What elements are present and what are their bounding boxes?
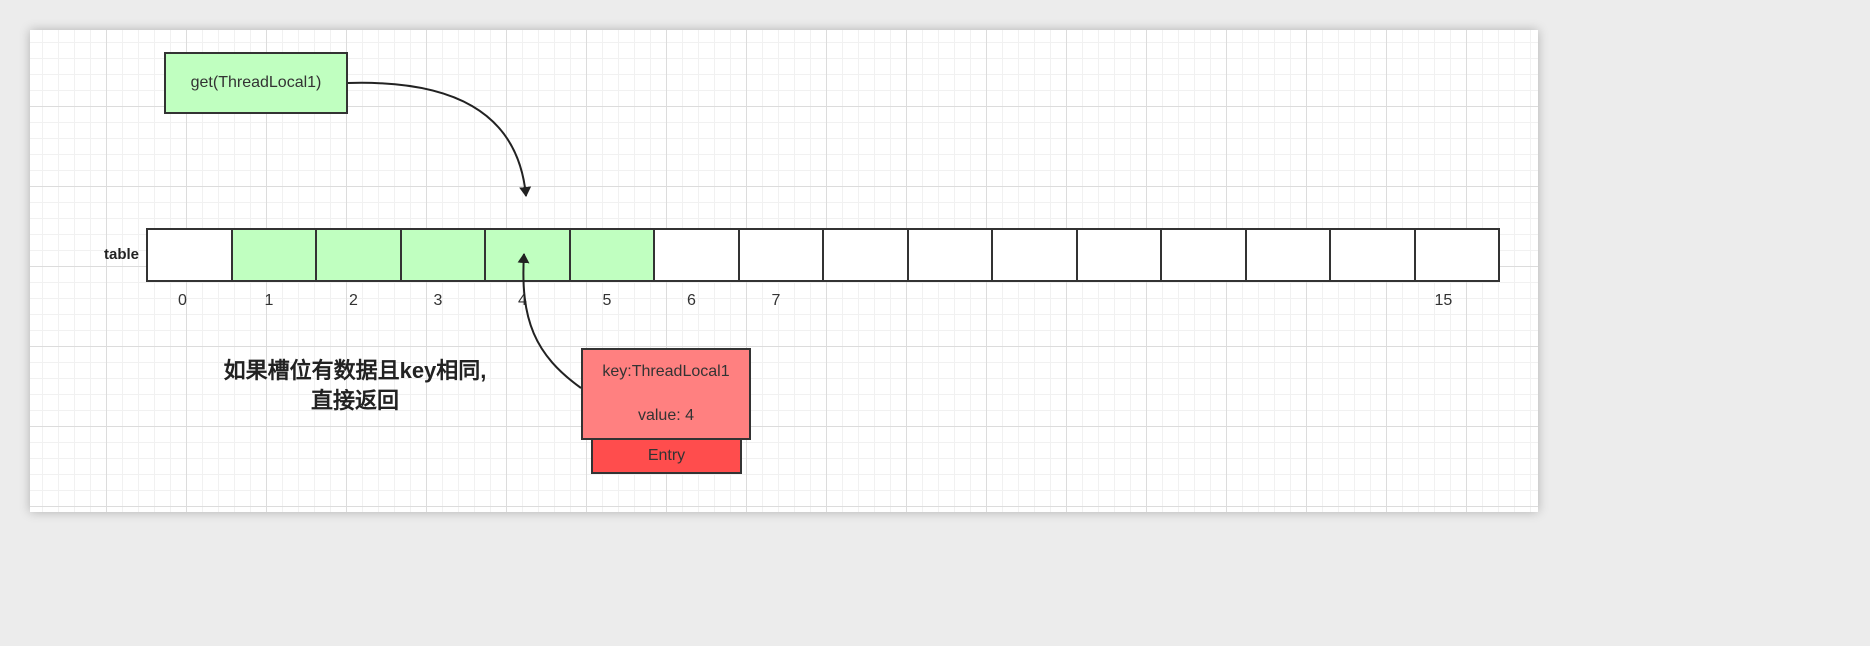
table-slot-3	[399, 228, 486, 282]
table-slot-9	[906, 228, 993, 282]
note-line-1: 如果槽位有数据且key相同,	[223, 358, 487, 383]
table-slot-7	[737, 228, 824, 282]
diagram-canvas: get(ThreadLocal1) table 0 1 2 3 4 5 6 7 15 key:T…	[30, 30, 1538, 512]
entry-key-box: key:ThreadLocal1	[581, 348, 751, 396]
table-label: table	[104, 246, 140, 263]
table-slot-2	[315, 228, 402, 282]
get-call-box: get(ThreadLocal1)	[164, 52, 348, 114]
slot-index-1: 1	[264, 292, 274, 309]
table-slot-6	[653, 228, 740, 282]
arrows-layer	[347, 81, 582, 389]
table-slot-10	[991, 228, 1078, 282]
slot-index-7: 7	[771, 292, 781, 309]
table-slot-13	[1244, 228, 1331, 282]
table-slot-5	[568, 228, 655, 282]
explanation-note: 如果槽位有数据且key相同, 直接返回	[190, 356, 520, 416]
get-arrow	[347, 81, 532, 197]
table-slot-15	[1413, 228, 1500, 282]
slot-index-6: 6	[687, 292, 696, 309]
note-line-2: 直接返回	[310, 388, 399, 413]
slot-index-15: 15	[1434, 292, 1453, 309]
slot-index-3: 3	[433, 292, 443, 309]
entry-arrow	[517, 253, 582, 389]
slot-index-5: 5	[602, 292, 612, 309]
table-slot-11	[1075, 228, 1162, 282]
slot-index-4: 4	[518, 292, 527, 309]
slot-index-0: 0	[178, 292, 187, 309]
table-slot-1	[230, 228, 317, 282]
slot-index-2: 2	[349, 292, 358, 309]
entry-label-box: Entry	[591, 438, 742, 474]
table-slot-14	[1329, 228, 1416, 282]
